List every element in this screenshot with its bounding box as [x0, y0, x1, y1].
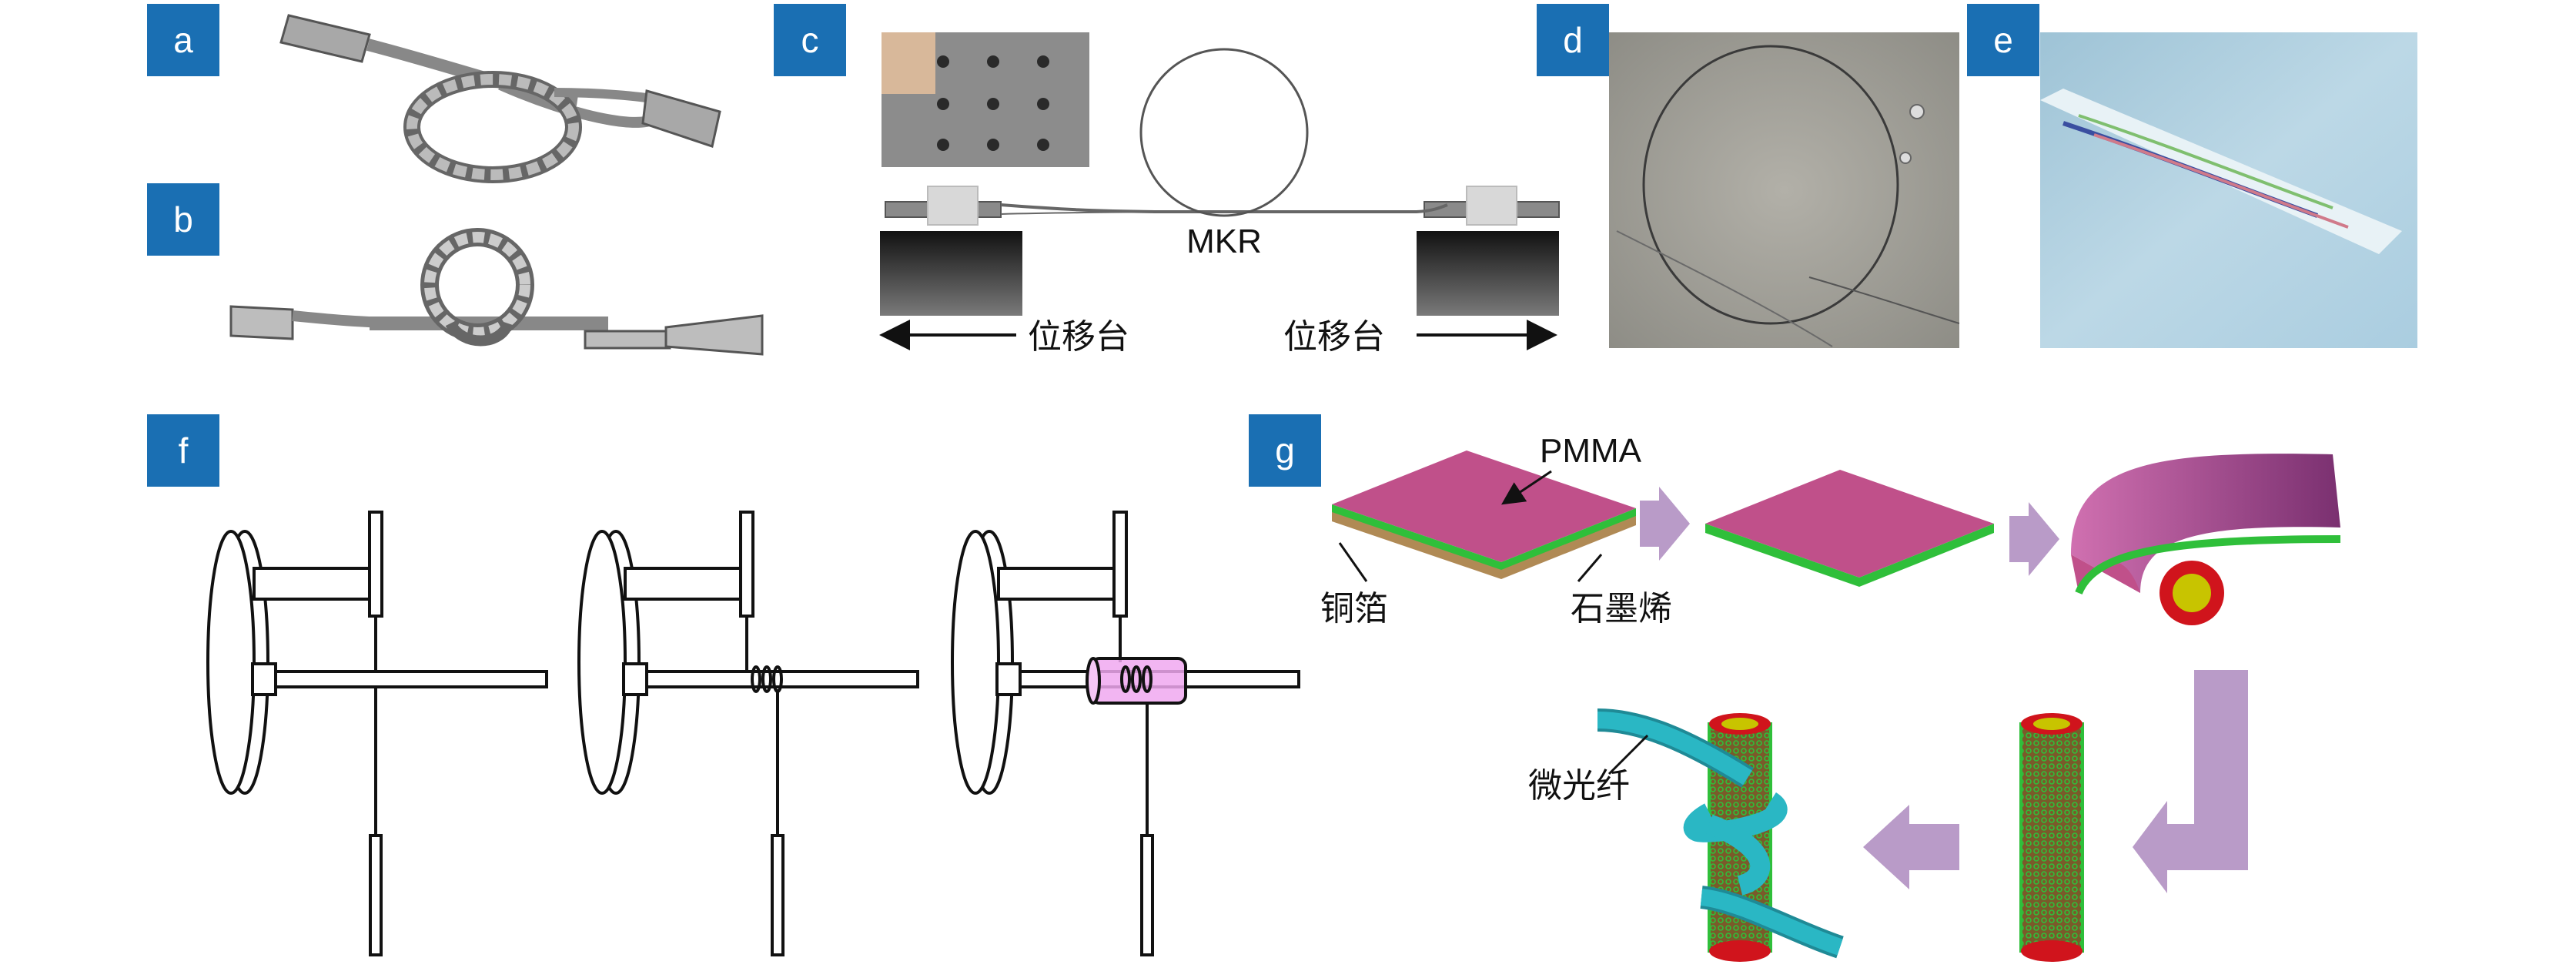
graphene-label: 石墨烯 [1571, 589, 1672, 628]
panel-d-badge: d [1537, 4, 1609, 76]
winding-stage-2 [577, 511, 919, 956]
stage-right-label: 位移台 [1283, 317, 1385, 357]
process-arrow-icon [1863, 805, 1959, 889]
graphene-coated-rod [2019, 713, 2084, 962]
panel-b-illustration [229, 228, 764, 356]
stack-graphene-pmma [1705, 470, 1994, 587]
panel-e-badge: e [1967, 4, 2039, 76]
pmma-label: PMMA [1540, 432, 1642, 470]
panel-f-illustration [206, 511, 1300, 956]
process-arrow-icon [2009, 502, 2059, 576]
stage-left-label: 位移台 [1028, 317, 1129, 357]
microfiber-wound-rod [1597, 708, 1844, 962]
mkr-label: MKR [1186, 223, 1262, 260]
panel-d-photo [1609, 32, 1960, 348]
panel-g-illustration: PMMA 铜箔 石墨烯 [1320, 432, 2341, 962]
inset-photo [882, 32, 1089, 167]
stack-copper-graphene-pmma [1332, 450, 1636, 579]
panel-a-illustration [279, 14, 721, 183]
panel-f-badge: f [147, 414, 219, 487]
panel-b-badge: b [147, 183, 219, 256]
panel-g-badge: g [1249, 414, 1321, 487]
winding-stage-1 [206, 511, 548, 956]
panel-c-illustration: MKR 位移台 位移台 [879, 32, 1560, 357]
panel-c-badge: c [774, 4, 846, 76]
panel-e-photo [2040, 32, 2417, 348]
process-arrow-icon [2133, 670, 2248, 893]
curved-film-on-rod [2071, 454, 2341, 625]
winding-stage-3 [951, 511, 1300, 956]
copper-foil-label: 铜箔 [1320, 589, 1388, 628]
microfiber-label: 微光纤 [1528, 766, 1630, 806]
process-arrow-icon [1640, 487, 1690, 561]
panel-a-badge: a [147, 4, 219, 76]
